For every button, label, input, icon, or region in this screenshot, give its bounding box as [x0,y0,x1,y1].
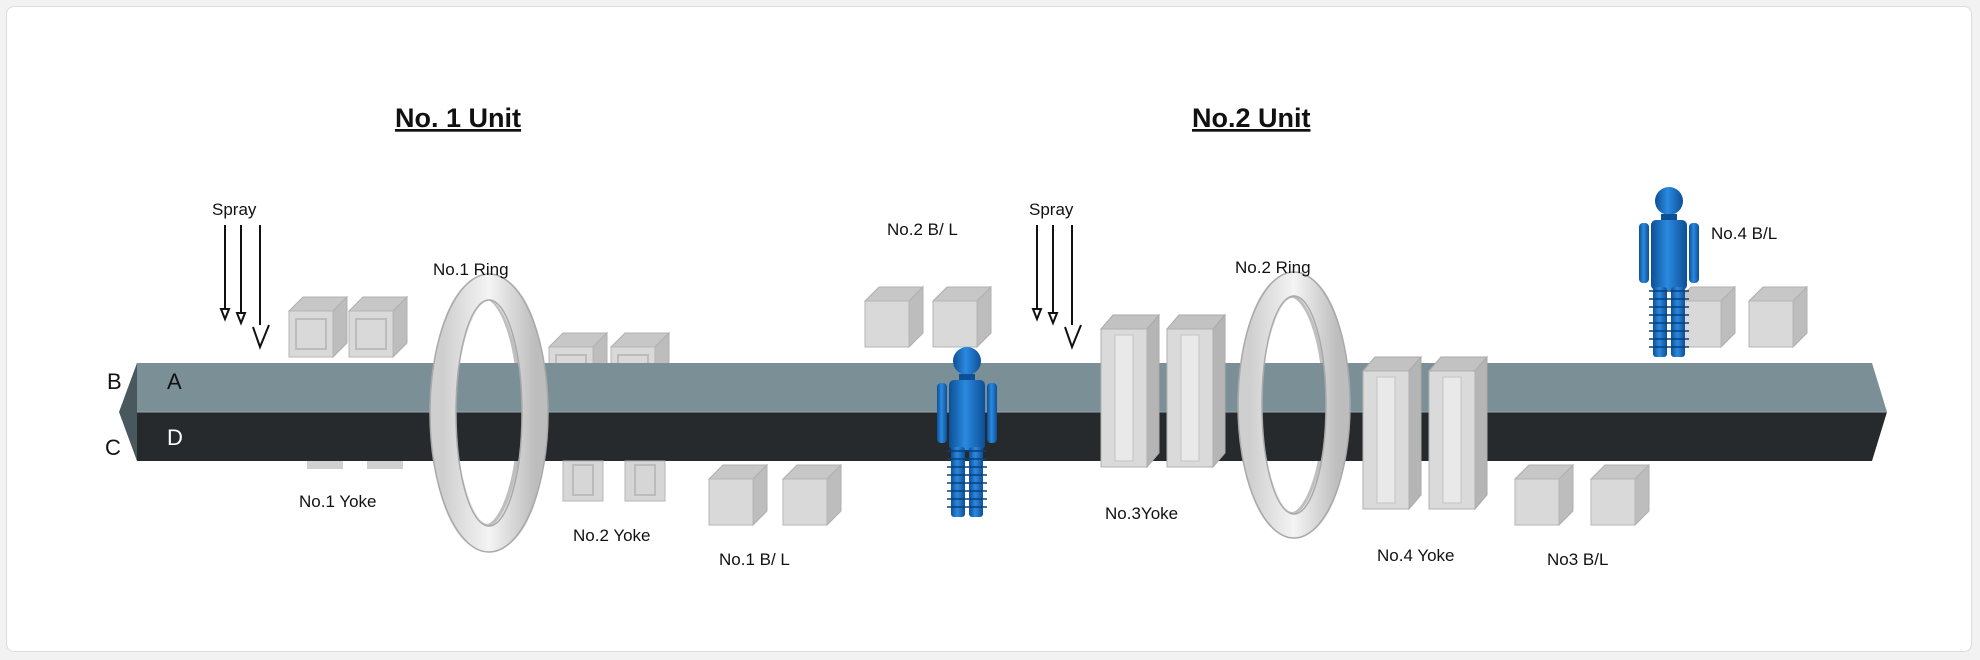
face-b-label: B [107,369,122,394]
no-1-ring-label: No.1 Ring [433,260,509,279]
no-3-yoke-label: No.3Yoke [1105,504,1178,523]
no-2-bl-blocks [864,286,992,348]
no-3-bl-label: No3 B/L [1547,550,1608,569]
spray-2-label: Spray [1029,200,1074,219]
no-2-bl-label: No.2 B/ L [887,220,958,239]
no-4-bl-label: No.4 B/L [1711,224,1777,243]
face-c-label: C [105,435,121,460]
no-4-yoke-label: No.4 Yoke [1377,546,1455,565]
unit-2-title: No.2 Unit [1192,103,1311,133]
no-1-yoke-lower [307,461,403,469]
no-2-yoke-lower [562,460,666,502]
no-3-bl-blocks [1514,464,1650,526]
spray-nozzle-1-icon [219,225,270,350]
no-1-yoke-label: No.1 Yoke [299,492,377,511]
unit-1-title: No. 1 Unit [395,103,521,133]
no-4-bl-blocks [1676,286,1808,348]
no-2-ring [1237,271,1351,539]
face-a-label: A [167,369,182,394]
no-1-bl-blocks [708,464,842,526]
no-1-ring [429,273,549,553]
diagram-frame: No. 1 Unit No.2 Unit Spray Spray [6,6,1972,652]
face-d-label: D [167,425,183,450]
spray-nozzle-2-icon [1031,225,1082,350]
no-1-yoke-upper [289,297,407,357]
no-2-yoke-label: No.2 Yoke [573,526,651,545]
no-2-ring-label: No.2 Ring [1235,258,1311,277]
process-line-diagram: No. 1 Unit No.2 Unit Spray Spray [105,103,1887,569]
steel-beam [119,363,1887,461]
no-1-bl-label: No.1 B/ L [719,550,790,569]
spray-1-label: Spray [212,200,257,219]
